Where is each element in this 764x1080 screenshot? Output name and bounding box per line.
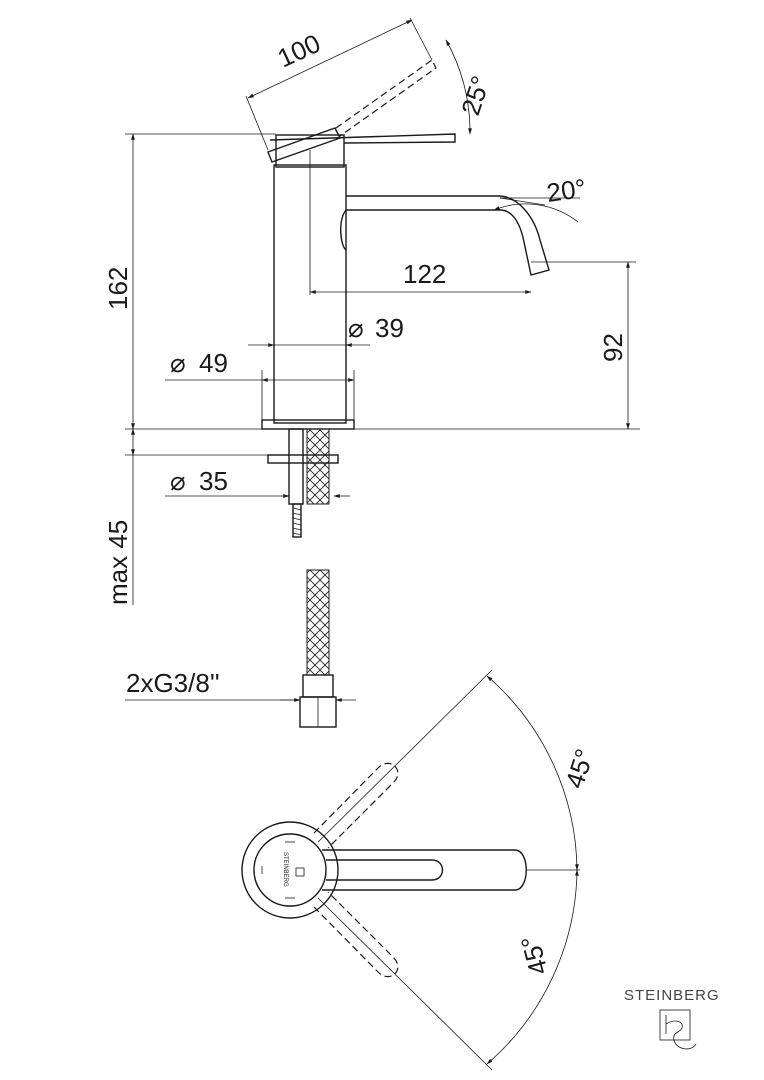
threaded-rod (292, 503, 302, 538)
braided-hose-lower (306, 569, 330, 676)
dimension-lines (125, 17, 640, 702)
dim-total-height: 162 (103, 267, 133, 310)
top-base-outer (241, 821, 339, 919)
faucet-top-view: STEINBERG (241, 669, 580, 1071)
faucet-base (261, 419, 355, 430)
diameter-symbol-49: ⌀ (170, 348, 186, 378)
lever-open-dashed (335, 59, 437, 137)
faucet-side-view (261, 59, 550, 728)
rotation-arc-upper (486, 675, 579, 871)
rotation-arc-lower (486, 869, 579, 1065)
brand-logo-mark (665, 1015, 697, 1050)
dim-spout-height: 92 (598, 333, 628, 362)
braided-hose-upper (306, 428, 330, 505)
dim-base-diameter: 49 (199, 348, 228, 378)
steinberg-logo: STEINBERG (624, 987, 720, 1050)
top-lever-right-dashed (313, 891, 399, 978)
brand-name: STEINBERG (624, 987, 720, 1004)
hose-ferrule (302, 674, 334, 698)
cap-brand-label: STEINBERG (282, 852, 288, 887)
threaded-rod-upper (288, 428, 304, 505)
brand-logo-box (659, 1009, 691, 1041)
dim-lever-length: 100 (273, 28, 325, 74)
dim-rotation-upper: 45° (559, 745, 600, 792)
top-lever-left-dashed (313, 762, 399, 849)
dim-connection: 2xG3/8'' (126, 668, 220, 698)
dim-hole-diameter: 35 (199, 466, 228, 496)
top-lever-slot (326, 859, 444, 881)
diameter-symbol-35: ⌀ (170, 466, 186, 496)
dim-spout-angle: 20° (545, 173, 588, 208)
cap-markings (261, 841, 305, 899)
lever-open-base (267, 127, 341, 163)
dim-body-diameter: 39 (375, 313, 404, 343)
diameter-symbol-39: ⌀ (348, 313, 364, 343)
spout (346, 195, 550, 276)
rod-threads (292, 507, 302, 536)
dim-max-deck: max 45 (103, 520, 133, 605)
top-cap (253, 833, 327, 907)
top-lever-closed (322, 849, 527, 891)
dim-rotation-lower: 45° (515, 932, 554, 978)
dim-lever-angle: 25° (455, 72, 496, 119)
lever-closed (269, 133, 456, 144)
spout-neck (340, 209, 347, 251)
dim-spout-reach: 122 (403, 259, 446, 289)
